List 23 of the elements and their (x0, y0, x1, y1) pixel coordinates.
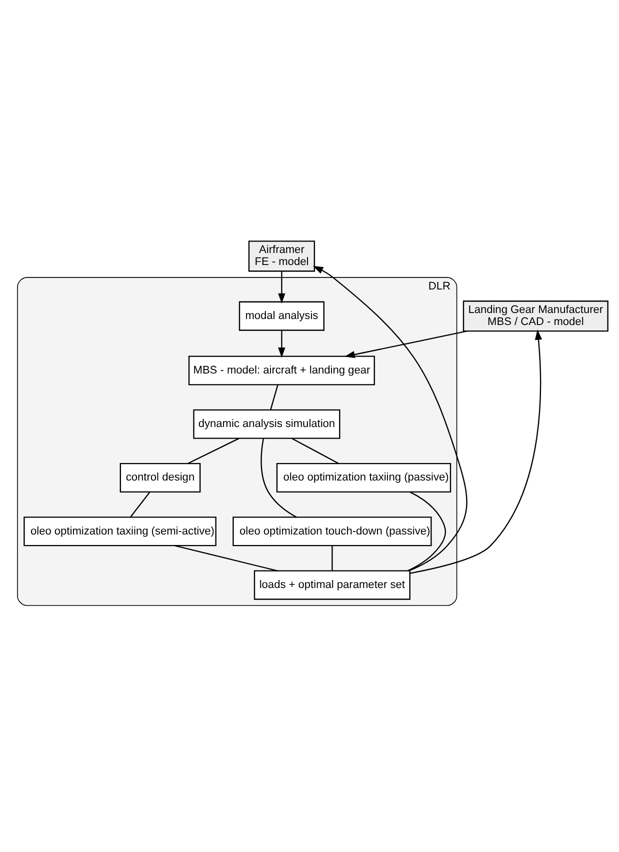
connector (260, 438, 297, 518)
arrow (278, 330, 286, 358)
node-box: control design (120, 462, 201, 492)
node-box: oleo optimization touch-down (passive) (232, 516, 432, 546)
connector (270, 384, 278, 410)
arrow (278, 270, 286, 304)
node-box: oleo optimization taxiing (semi-active) (24, 516, 216, 546)
node-box: loads + optimal parameter set (254, 570, 410, 600)
arrow (344, 330, 468, 358)
connector (174, 544, 278, 571)
arrow (312, 265, 468, 571)
node-box: Landing Gear Manufacturer MBS / CAD - model (462, 300, 608, 332)
node-box: MBS - model: aircraft + landing gear (188, 355, 375, 385)
node-box: Airframer FE - model (248, 240, 316, 272)
arrow (410, 328, 542, 574)
connector (332, 545, 333, 570)
connector (130, 491, 150, 517)
connector (292, 437, 339, 464)
node-box: dynamic analysis simulation (193, 408, 340, 438)
node-box: oleo optimization taxiing (passive) (276, 462, 452, 492)
connector (188, 437, 240, 464)
node-box: modal analysis (238, 300, 324, 330)
connector (407, 491, 446, 571)
